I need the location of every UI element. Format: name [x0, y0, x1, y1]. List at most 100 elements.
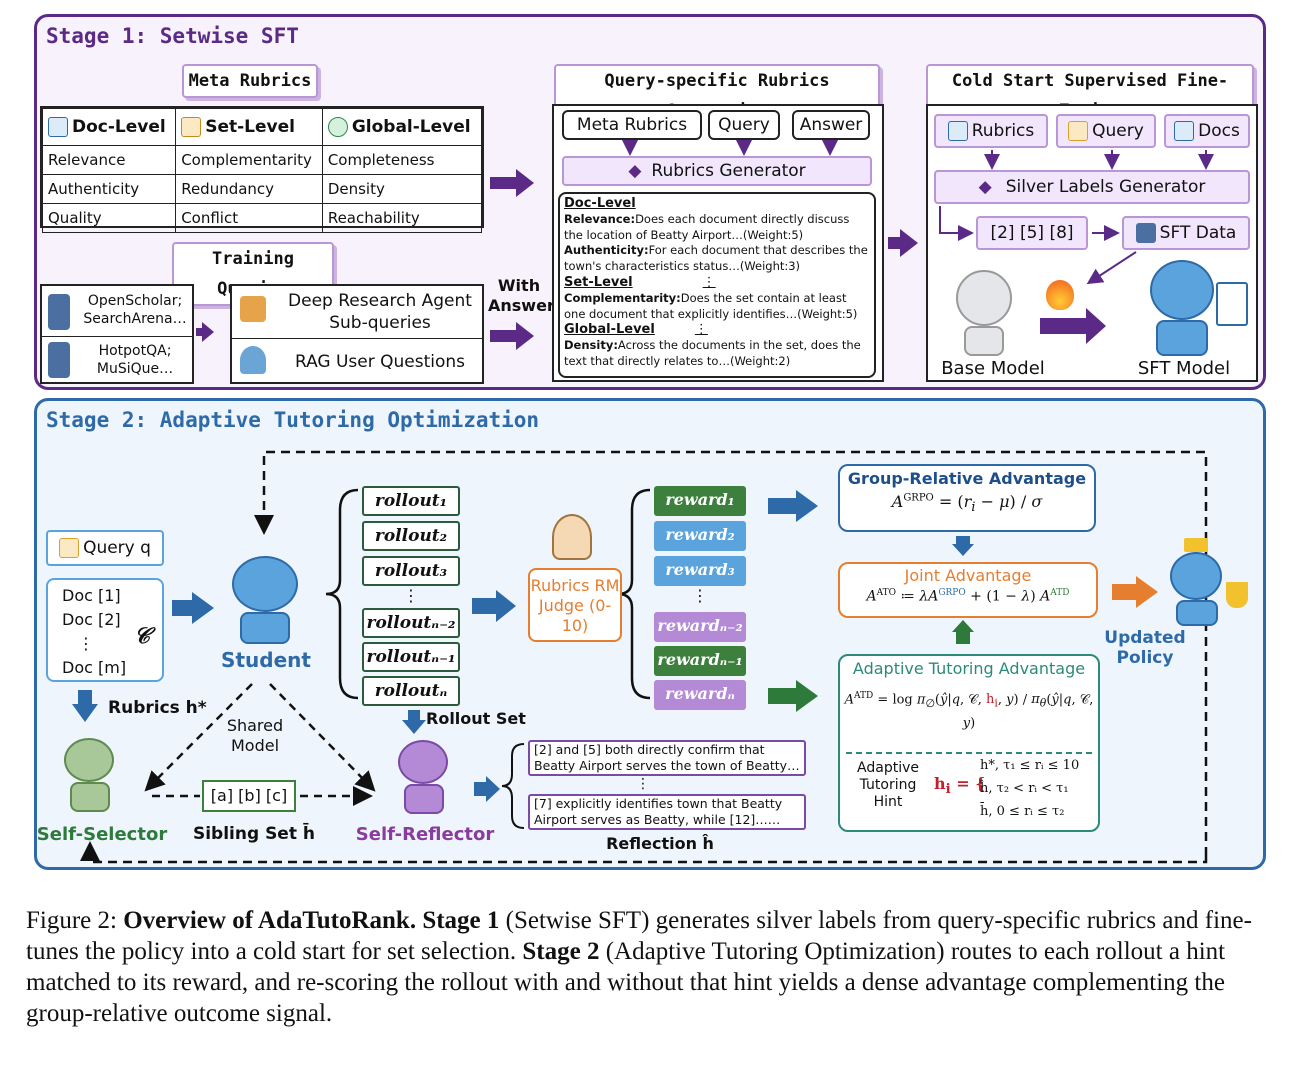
arrow-shaft: [956, 630, 970, 644]
rubric-cell: Completeness: [321, 145, 483, 175]
arrow-shaft: [888, 237, 902, 249]
student-robot-icon: [232, 556, 298, 612]
self-reflector-label: Self-Reflector: [355, 824, 495, 845]
rubric-cell: Quality: [41, 203, 177, 233]
arrow-right-icon: [1136, 576, 1158, 608]
database-icon: [48, 294, 70, 330]
grpo-panel: Group-Relative Advantage AGRPO = (ri − μ…: [838, 464, 1096, 532]
rubric-cell: Authenticity: [41, 174, 177, 204]
sft-data: SFT Data: [1122, 216, 1250, 250]
qrg-input-meta-rubrics: Meta Rubrics: [562, 110, 702, 140]
crown-icon: [1184, 538, 1208, 552]
silver-labels-generator: ◆Silver Labels Generator: [934, 170, 1250, 204]
arrow-shaft: [1040, 318, 1088, 334]
density-rubric: Density:Across the documents in the set,…: [564, 338, 861, 368]
document-icon: [1174, 121, 1195, 141]
rubrics-generator: ◆Rubrics Generator: [562, 156, 872, 186]
judge-icon: [552, 514, 592, 560]
document-icon: [48, 117, 68, 137]
doc-item: Doc [m]: [62, 658, 127, 677]
arrow-right-icon: [516, 169, 534, 197]
sources-box: OpenScholar; SearchArena… HotpotQA; MuSi…: [40, 284, 194, 384]
arrow-shaft: [408, 710, 420, 722]
meta-rubrics-table: Doc-Level Set-Level Global-Level Relevan…: [40, 106, 484, 233]
stage1-title: Stage 1: Setwise SFT: [46, 24, 299, 48]
joint-formula: AATO ≔ λAGRPO + (1 − λ) AATD: [866, 588, 1070, 605]
reward-vdots: ⋮: [692, 586, 708, 605]
whale-icon: ◆: [628, 161, 642, 181]
complementarity-rubric: Complementarity:Does the set contain at …: [564, 290, 858, 321]
arrow-right-icon: [202, 322, 214, 342]
atd-panel: Adaptive Tutoring Advantage AATD = log π…: [838, 654, 1100, 832]
arrow-shaft: [78, 690, 92, 706]
rubric-cell: Redundancy: [175, 174, 323, 204]
arrow-shaft: [768, 498, 798, 514]
selector-robot-icon: [64, 738, 114, 782]
doc-item: ⋮: [78, 634, 94, 653]
arrow-shaft: [172, 600, 194, 616]
arrow-up-icon: [952, 620, 974, 632]
hint-case-3: h̄, 0 ≤ rᵢ ≤ τ₂: [980, 804, 1065, 819]
stage2-title: Stage 2: Adaptive Tutoring Optimization: [46, 408, 540, 432]
reflection-item: [2] and [5] both directly confirm that B…: [528, 740, 806, 776]
sft-input-docs: Docs: [1164, 114, 1250, 148]
question-icon: [59, 538, 80, 558]
selector-robot-body: [70, 782, 110, 812]
deep-research-queries: Deep Research Agent Sub-queries: [288, 291, 472, 333]
query-box: Query q: [46, 530, 164, 566]
reflection-vdots: ⋮: [636, 776, 650, 792]
rollout-set-label: Rollout Set: [426, 709, 526, 728]
reward-item: rewardₙ: [654, 680, 746, 710]
source-hotpotqa: HotpotQA; MuSiQue…: [96, 343, 174, 377]
arrow-right-icon: [486, 776, 500, 802]
global-level-header: Global-Level: [321, 108, 483, 146]
updated-robot-body: [1176, 600, 1218, 626]
arrow-right-icon: [496, 590, 516, 622]
rollout-vdots: ⋮: [403, 586, 419, 605]
arrow-shaft: [196, 328, 204, 336]
figure-caption: Figure 2: Overview of AdaTutoRank. Stage…: [26, 907, 1252, 1027]
hint-cases: h*, τ₁ ≤ rᵢ ≤ 10 ĥ, τ₂ < rᵢ < τ₁ h̄, 0 ≤…: [980, 754, 1079, 823]
base-model-label: Base Model: [941, 358, 1045, 379]
relevance-rubric: Relevance:Does each document directly di…: [564, 211, 850, 242]
student-label: Student: [221, 648, 311, 672]
hint-label: Adaptive Tutoring Hint: [857, 760, 919, 810]
rubric-cell: Relevance: [41, 145, 177, 175]
silver-labels: [2] [5] [8]: [976, 216, 1088, 250]
folder-icon: [181, 117, 202, 137]
reflection-item: [7] explicitly identifies town that Beat…: [528, 794, 806, 830]
doc-level-heading: Doc-Level: [564, 196, 636, 211]
meta-rubrics-title: Meta Rubrics: [182, 64, 318, 98]
arrow-shaft: [474, 782, 488, 796]
divider: [232, 338, 482, 339]
rubric-cell: Conflict: [175, 203, 323, 233]
student-robot-body: [240, 612, 290, 644]
database-icon: [48, 342, 70, 378]
atd-formula: AATD = log π∅(ŷ|q, 𝒞, hi, y) / πθ(ŷ|q, 𝒞…: [844, 691, 1094, 731]
rm-judge-box: Rubrics RM Judge (0-10): [528, 568, 622, 642]
arrow-right-icon: [796, 680, 818, 712]
rollout-item: rolloutₙ₋₁: [362, 642, 460, 672]
rollout-item: rollout₂: [362, 521, 460, 551]
updated-robot-icon: [1170, 552, 1222, 600]
arrow-right-icon: [900, 229, 918, 257]
set-level-heading: Set-Level⋮: [564, 274, 716, 290]
sft-robot-icon: [1150, 260, 1214, 320]
rubric-cell: Complementarity: [175, 145, 323, 175]
rubrics-h-label: Rubrics h*: [108, 698, 207, 718]
rag-user-questions: RAG User Questions: [294, 352, 466, 372]
arrow-right-icon: [516, 322, 534, 350]
joint-title: Joint Advantage: [904, 566, 1032, 585]
authenticity-rubric: Authenticity:For each document that desc…: [564, 243, 868, 274]
arrow-right-icon: [192, 592, 214, 624]
database-icon: [1135, 223, 1156, 243]
divider: [42, 336, 192, 337]
reflector-robot-body: [404, 784, 444, 814]
reflector-robot-icon: [398, 740, 448, 784]
rollout-item: rollout₁: [362, 486, 460, 516]
reward-item: reward₂: [654, 521, 746, 551]
base-robot-icon: [956, 270, 1012, 326]
shared-model-label: Shared Model: [226, 716, 284, 755]
arrow-shaft: [768, 688, 798, 704]
